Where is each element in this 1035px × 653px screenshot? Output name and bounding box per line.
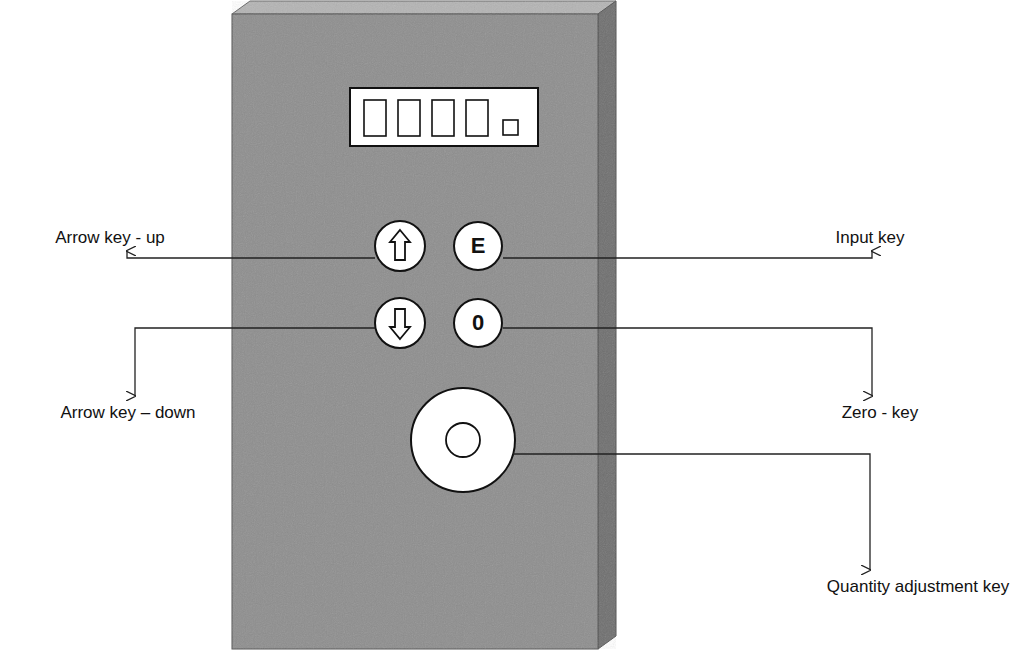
panel-texture: [232, 1, 616, 649]
callout-label: Arrow key – down: [60, 404, 195, 423]
key-letter: 0: [472, 312, 484, 334]
leader-lines: [127, 251, 872, 570]
down-arrow-symbol: [390, 309, 410, 339]
callout-label: Zero - key: [842, 404, 919, 423]
down-key: [375, 298, 425, 348]
display-digits: [364, 100, 518, 136]
up-key: [375, 221, 425, 271]
quantity-key-center: [446, 423, 480, 457]
key-button: 0: [453, 298, 503, 348]
up-arrow-symbol: [390, 230, 410, 260]
callout-label: Quantity adjustment key: [827, 578, 1009, 597]
display-window: [350, 88, 538, 146]
key-letter: E: [471, 235, 486, 257]
key-button: E: [453, 221, 503, 271]
callout-label: Input key: [836, 229, 905, 248]
callout-label: Arrow key - up: [55, 229, 165, 248]
quantity-key: [411, 388, 515, 492]
